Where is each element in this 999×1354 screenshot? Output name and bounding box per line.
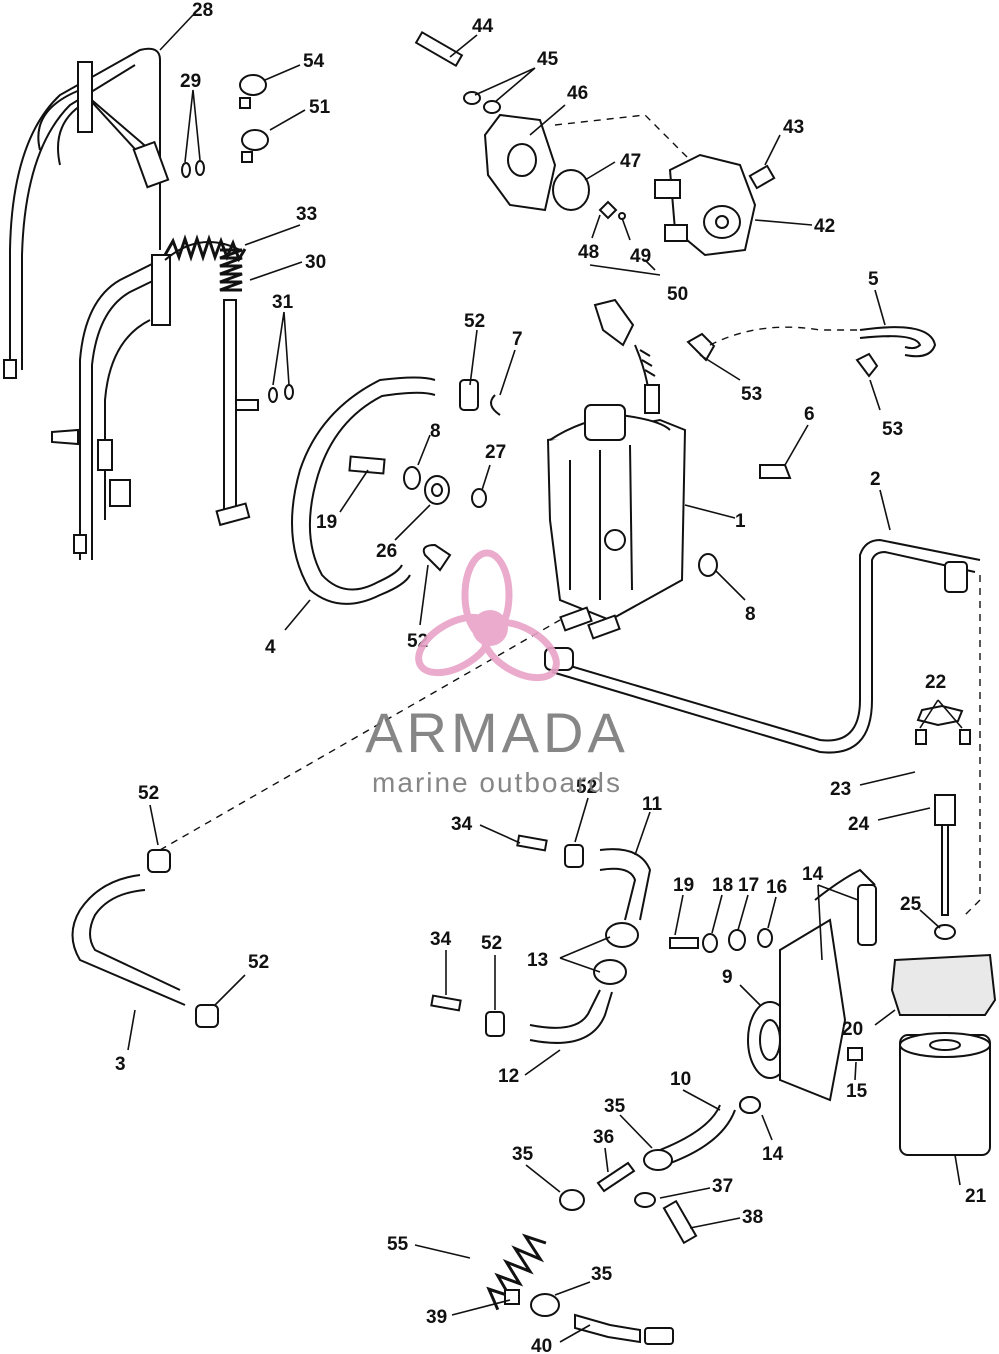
clamps-35-tee-36-hoses-37-38-40-spring-55: [486, 1096, 761, 1345]
callout-54: 54: [303, 51, 325, 72]
propeller-hub: [472, 610, 508, 646]
callout-35-a: 35: [604, 1096, 626, 1117]
callout-34-lower: 34: [430, 929, 452, 950]
callout-53-b: 53: [882, 419, 903, 440]
callout-17: 17: [738, 875, 759, 896]
clamps-54-51: [239, 74, 269, 163]
callout-30: 30: [305, 252, 326, 273]
callout-37: 37: [712, 1176, 733, 1197]
hose-5: [709, 326, 937, 358]
callout-5: 5: [868, 269, 879, 290]
callout-11: 11: [642, 794, 663, 815]
callout-34-upper: 34: [451, 814, 473, 835]
armada-watermark: ARMADA marine outboards: [365, 549, 629, 798]
fittings-7-8-26-27-52: [348, 332, 879, 577]
callout-48: 48: [578, 242, 599, 263]
callout-21: 21: [965, 1186, 987, 1207]
callout-8-lower: 8: [745, 604, 756, 625]
callout-35-c: 35: [591, 1264, 613, 1285]
callout-14-lower: 14: [762, 1144, 784, 1165]
callout-12: 12: [498, 1066, 519, 1087]
callout-13: 13: [527, 950, 548, 971]
callout-18: 18: [712, 875, 733, 896]
callout-28: 28: [192, 0, 213, 21]
bracket-and-pump-42-46: [414, 30, 776, 257]
callout-52-c: 52: [138, 783, 159, 804]
orings-29-31: [181, 160, 294, 403]
callout-46: 46: [567, 83, 588, 104]
callout-24: 24: [848, 814, 870, 835]
callout-15: 15: [846, 1081, 868, 1102]
callout-9: 9: [722, 967, 733, 988]
fuel-lines-assembly-28: [3, 47, 171, 560]
callout-52-e: 52: [481, 933, 502, 954]
callout-19-lower: 19: [673, 875, 694, 896]
callout-44: 44: [472, 16, 494, 37]
callout-50: 50: [667, 284, 688, 305]
callout-3: 3: [115, 1054, 126, 1075]
hoses-11-12-and-clamps-13: [430, 834, 652, 1044]
callout-29: 29: [180, 71, 201, 92]
callout-26: 26: [376, 541, 397, 562]
callout-numbers: 1 2 3 4 5 6 7 8 8 9 10 11 12 13 14 14 15…: [115, 0, 987, 1354]
hose-4: [291, 376, 436, 605]
callout-51: 51: [309, 97, 331, 118]
hose-3: [71, 619, 561, 1028]
callout-38: 38: [742, 1207, 763, 1228]
fuel-pump-9: [669, 868, 877, 1114]
callout-33: 33: [296, 204, 317, 225]
callout-2: 2: [870, 469, 881, 490]
callout-39: 39: [426, 1307, 447, 1328]
watermark-tagline: marine outboards: [372, 767, 622, 798]
callout-7: 7: [512, 329, 523, 350]
callout-45: 45: [537, 49, 559, 70]
watermark-brand: ARMADA: [365, 701, 629, 764]
callout-1: 1: [735, 511, 746, 532]
leader-lines: [127, 14, 963, 1343]
callout-4: 4: [265, 637, 276, 658]
callout-10: 10: [670, 1069, 691, 1090]
propeller-logo-icon: [415, 549, 560, 682]
callout-19-upper: 19: [316, 512, 337, 533]
callout-52-a: 52: [464, 311, 485, 332]
callout-6: 6: [804, 404, 815, 425]
callout-40: 40: [531, 1336, 552, 1354]
callout-20: 20: [842, 1019, 863, 1040]
callout-36: 36: [593, 1127, 614, 1148]
callout-8-upper: 8: [430, 421, 441, 442]
callout-52-f: 52: [248, 952, 269, 973]
vapor-separator-1: [546, 298, 687, 640]
callout-35-b: 35: [512, 1144, 534, 1165]
callout-53-a: 53: [741, 384, 762, 405]
filter-head-20-and-filter-21: [890, 575, 997, 1156]
callout-55: 55: [387, 1234, 409, 1255]
callout-47: 47: [620, 151, 641, 172]
callout-52-d: 52: [576, 777, 597, 798]
hose-30-and-spring-33: [163, 234, 259, 527]
callout-49: 49: [630, 246, 651, 267]
callout-22: 22: [925, 672, 946, 693]
callout-25: 25: [900, 894, 922, 915]
callout-27: 27: [485, 442, 506, 463]
callout-23: 23: [830, 779, 851, 800]
callout-43: 43: [783, 117, 804, 138]
callout-16: 16: [766, 877, 787, 898]
callout-14-upper: 14: [802, 864, 824, 885]
callout-31: 31: [272, 292, 294, 313]
callout-42: 42: [814, 216, 835, 237]
